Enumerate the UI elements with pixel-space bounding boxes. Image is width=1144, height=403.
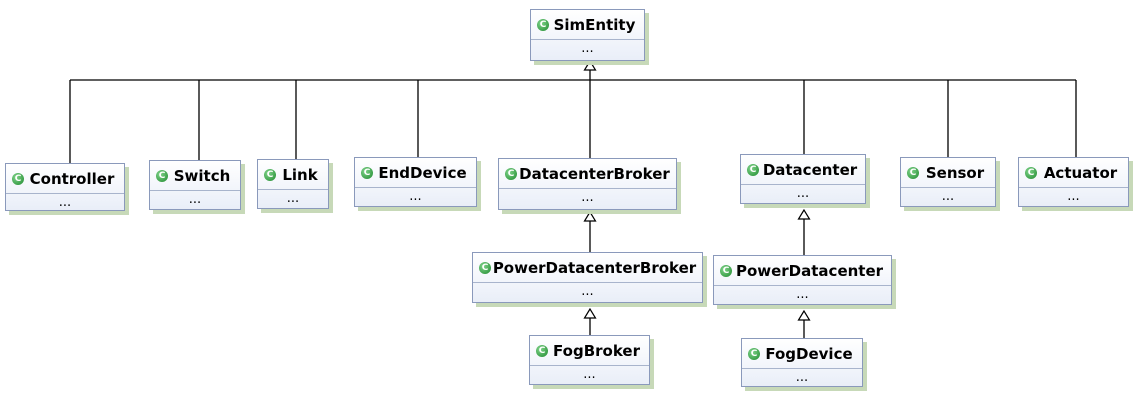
class-header: C Switch (150, 161, 240, 191)
class-name: FogDevice (765, 344, 853, 363)
class-header: C FogDevice (742, 339, 862, 369)
class-body: ... (583, 367, 596, 382)
class-icon: C (720, 264, 732, 277)
class-sensor[interactable]: C Sensor ... (900, 157, 996, 207)
class-name: SimEntity (553, 15, 636, 34)
class-name: DatacenterBroker (519, 164, 670, 183)
class-body: ... (581, 41, 594, 56)
class-name: PowerDatacenter (735, 261, 884, 280)
class-body: ... (188, 192, 202, 207)
class-body: ... (286, 191, 300, 206)
class-simentity[interactable]: C SimEntity ... (530, 9, 645, 61)
class-name: FogBroker (553, 341, 640, 360)
class-icon: C (1025, 166, 1037, 179)
class-icon: C (505, 167, 517, 180)
class-body: ... (409, 189, 422, 204)
class-body: ... (796, 186, 810, 201)
class-icon: C (264, 168, 276, 181)
class-body: ... (941, 189, 955, 204)
class-body: ... (58, 195, 72, 210)
class-header: C EndDevice (355, 158, 476, 188)
class-name: Sensor (925, 163, 985, 182)
edge-simentity-bus (69, 68, 1077, 163)
class-name: Controller (29, 169, 115, 188)
arrowhead-powerdatacenter (797, 309, 811, 321)
class-body: ... (795, 370, 809, 385)
class-name: Switch (173, 166, 231, 185)
class-header: C Actuator (1019, 158, 1128, 188)
class-icon: C (156, 169, 168, 182)
class-body: ... (581, 284, 594, 299)
class-actuator[interactable]: C Actuator ... (1018, 157, 1129, 207)
class-body: ... (1067, 189, 1080, 204)
class-name: Datacenter (762, 160, 858, 179)
class-icon: C (536, 344, 548, 357)
class-name: Actuator (1043, 163, 1118, 182)
arrowhead-datacenter (797, 208, 811, 220)
class-icon: C (12, 172, 24, 185)
class-header: C Link (258, 160, 328, 190)
class-switch[interactable]: C Switch ... (149, 160, 241, 210)
class-header: C Controller (6, 164, 124, 194)
class-icon: C (537, 18, 549, 31)
class-name: PowerDatacenterBroker (492, 258, 697, 277)
class-header: C SimEntity (531, 10, 644, 40)
class-fogbroker[interactable]: C FogBroker ... (529, 335, 650, 385)
class-icon: C (747, 163, 759, 176)
class-name: Link (282, 165, 318, 184)
class-name: EndDevice (378, 163, 467, 182)
class-icon: C (479, 261, 491, 274)
class-icon: C (361, 166, 373, 179)
class-body: ... (581, 190, 594, 205)
class-icon: C (748, 347, 760, 360)
class-link[interactable]: C Link ... (257, 159, 329, 209)
arrowhead-simentity (583, 59, 597, 71)
arrowhead-datacenterbroker (583, 210, 597, 222)
arrowhead-powerdatacenterbroker (583, 307, 597, 319)
class-header: C Sensor (901, 158, 995, 188)
class-icon: C (907, 166, 919, 179)
class-fogdevice[interactable]: C FogDevice ... (741, 338, 863, 387)
class-header: C FogBroker (530, 336, 649, 366)
class-controller[interactable]: C Controller ... (5, 163, 125, 211)
class-body: ... (796, 287, 809, 302)
class-enddevice[interactable]: C EndDevice ... (354, 157, 477, 207)
